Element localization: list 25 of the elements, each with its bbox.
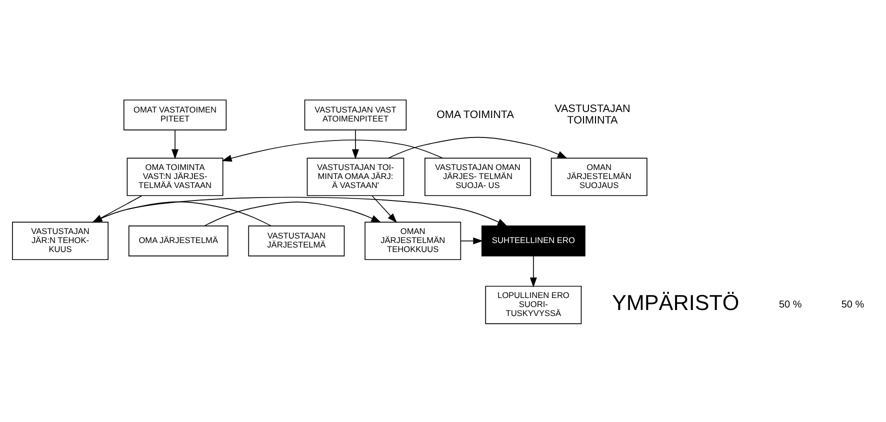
arrow (460, 237, 484, 244)
arrow (388, 136, 568, 159)
node-box: VASTUSTAJAN JÄR:N TEHOK- KUUS (12, 222, 108, 260)
arrow (372, 195, 398, 224)
arrow (222, 140, 443, 162)
node-box: OMAT VASTATOIMENPITEET (123, 100, 227, 130)
node-box: SUHTEELLINEN ERO (481, 226, 586, 256)
node-box: VASTUSTAJAN OMAN JÄRJES- TELMÄN SUOJA- US (424, 158, 531, 196)
arrow (172, 130, 179, 160)
node-box: OMAN JÄRJESTELMÄN TEHOKKUUS (364, 222, 462, 260)
node-box: VASTUSTAJAN JÄRJESTELMÄ (248, 226, 345, 256)
label: VASTUSTAJAN TOIMINTA (554, 102, 630, 127)
node-box: OMA JÄRJESTELMÄ (128, 226, 228, 256)
node-box: OMAN JÄRJESTELMÄN SUOJAUS (550, 158, 648, 196)
arrow (530, 256, 537, 288)
node-box: LOPULLINEN ERO SUORI- TUSKYVYSSÄ (485, 286, 582, 324)
node-box: VASTUSTAJAN VASTATOIMENPITEET (304, 100, 407, 130)
node-box: OMA TOIMINTA VAST:N JÄRJES- TELMÄÄ VASTAAN (126, 158, 224, 196)
label: 50 % (841, 300, 864, 311)
node-box: VASTUSTAJAN TOI- MINTA OMAA JÄRJ: Ä VASTAAN' (306, 158, 404, 196)
label: YMPÄRISTÖ (612, 290, 740, 316)
arrow (204, 202, 382, 226)
label: 50 % (779, 300, 802, 311)
label: OMA TOIMINTA (436, 108, 514, 121)
arrow (352, 130, 359, 160)
